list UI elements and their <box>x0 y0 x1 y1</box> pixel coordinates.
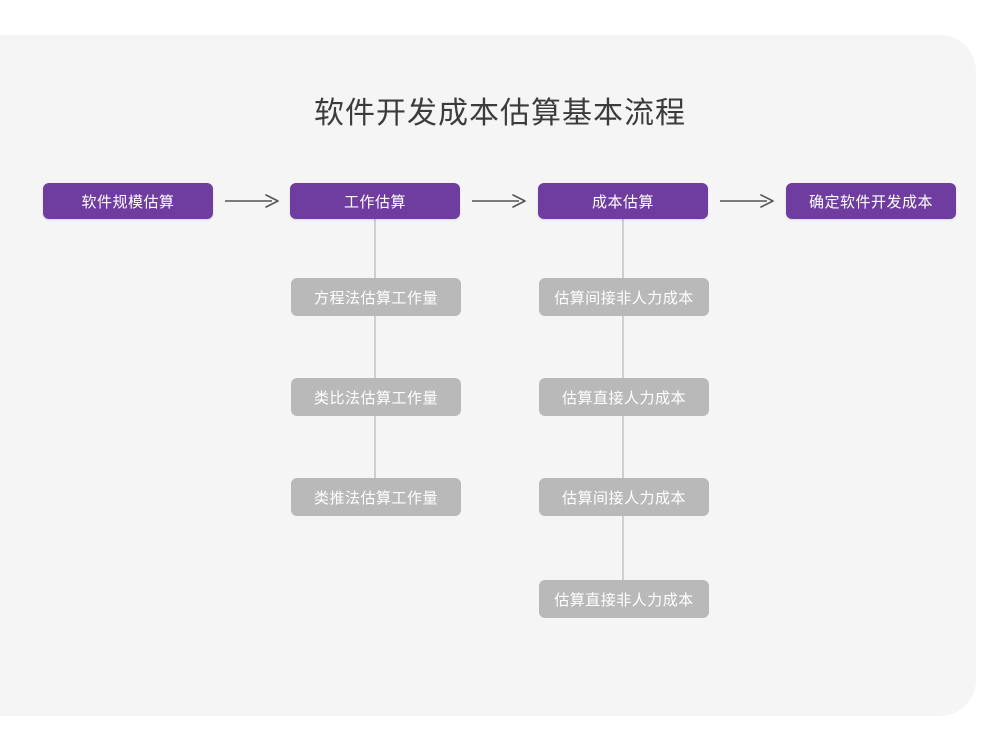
stage-node-2[interactable]: 工作估算 <box>290 183 460 219</box>
substep-node-2-3[interactable]: 类推法估算工作量 <box>291 478 461 516</box>
substep-node-3-2[interactable]: 估算直接人力成本 <box>539 378 709 416</box>
substep-node-3-3[interactable]: 估算间接人力成本 <box>539 478 709 516</box>
substep-node-2-2[interactable]: 类比法估算工作量 <box>291 378 461 416</box>
substep-node-3-4[interactable]: 估算直接非人力成本 <box>539 580 709 618</box>
stage-node-3[interactable]: 成本估算 <box>538 183 708 219</box>
connector-work <box>374 219 376 499</box>
substep-node-3-1[interactable]: 估算间接非人力成本 <box>539 278 709 316</box>
substep-node-2-1[interactable]: 方程法估算工作量 <box>291 278 461 316</box>
stage-node-1[interactable]: 软件规模估算 <box>43 183 213 219</box>
page-title: 软件开发成本估算基本流程 <box>314 97 686 130</box>
diagram-card-background <box>0 35 976 716</box>
stage-node-4[interactable]: 确定软件开发成本 <box>786 183 956 219</box>
